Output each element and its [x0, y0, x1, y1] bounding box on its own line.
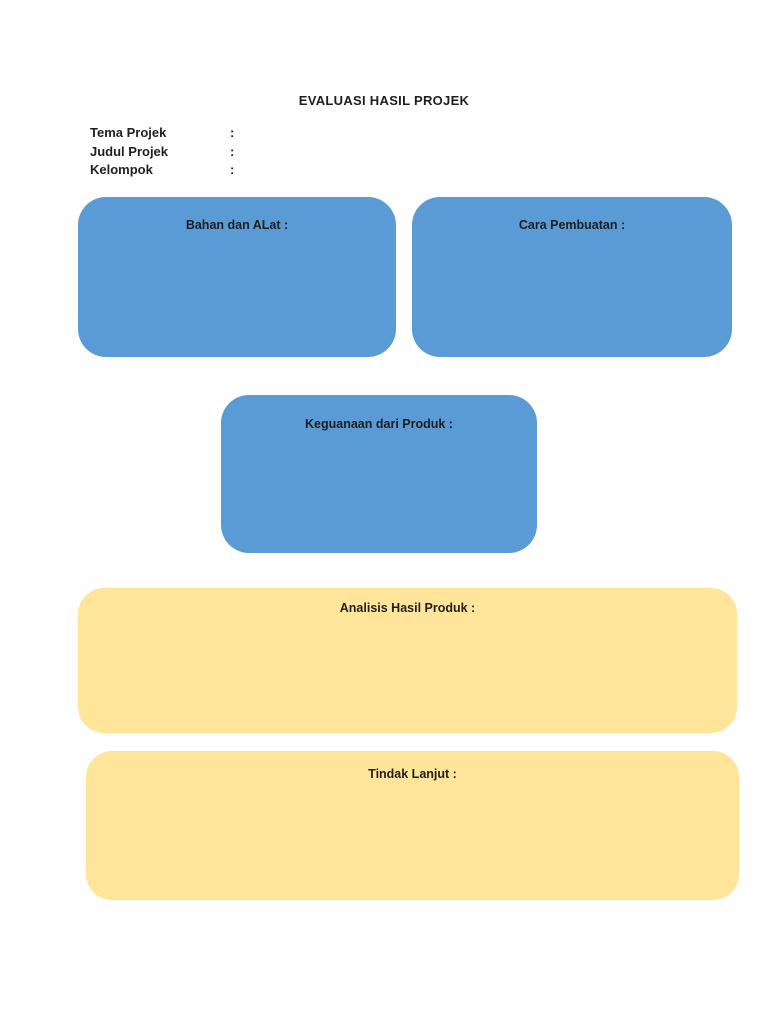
box-title: Keguanaan dari Produk : [305, 417, 453, 431]
field-label: Tema Projek [90, 125, 167, 140]
box-title: Analisis Hasil Produk : [339, 601, 476, 615]
field-label: Judul Projek [90, 143, 169, 159]
field-judul-projek: Judul Projek : [90, 143, 240, 162]
box-keguanaan-dari-produk: Keguanaan dari Produk : [221, 395, 537, 553]
field-tema-projek: Tema Projek : [90, 124, 240, 143]
box-title: Cara Pembuatan : [518, 218, 626, 232]
box-analisis-hasil-produk: Analisis Hasil Produk : [78, 588, 737, 733]
field-colon: : [230, 125, 235, 140]
field-colon: : [230, 162, 235, 177]
field-colon: : [230, 143, 235, 159]
field-label: Kelompok [90, 162, 153, 177]
box-title: Bahan dan ALat : [185, 218, 289, 232]
box-cara-pembuatan: Cara Pembuatan : [412, 197, 732, 357]
box-title: Tindak Lanjut : [368, 767, 457, 781]
project-info-fields: Tema Projek : Judul Projek : Kelompok : [90, 124, 240, 180]
box-tindak-lanjut: Tindak Lanjut : [86, 751, 739, 900]
field-kelompok: Kelompok : [90, 161, 240, 180]
box-bahan-dan-alat: Bahan dan ALat : [78, 197, 396, 357]
page-title: EVALUASI HASIL PROJEK [298, 93, 470, 108]
